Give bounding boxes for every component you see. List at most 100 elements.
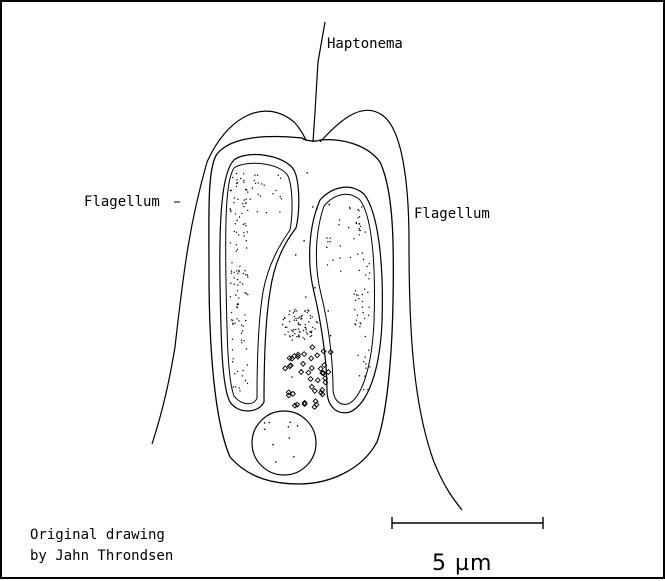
stipple-dot (279, 211, 280, 212)
stipple-dot (280, 196, 281, 197)
stipple-dot (285, 327, 286, 328)
stipple-dot (281, 198, 282, 199)
stipple-dot (349, 207, 350, 208)
scale-bar-label: 5 µm (432, 551, 492, 577)
stipple-dot (235, 213, 236, 214)
cell-outline (209, 137, 394, 484)
stipple-dot (243, 182, 244, 183)
stipple-dot (247, 276, 248, 277)
stipple-dot (298, 334, 300, 336)
stipple-dot (231, 262, 232, 263)
stipple-dot (300, 324, 301, 325)
stipple-dot (275, 190, 276, 191)
stipple-dot (311, 332, 312, 333)
stipple-dot (230, 283, 231, 284)
stipple-dot (246, 247, 247, 248)
stipple-dot (284, 318, 285, 319)
stipple-dot (238, 320, 239, 321)
stipple-dot (236, 318, 237, 319)
stipple-dot (244, 292, 245, 293)
stipple-dot (237, 290, 238, 291)
stipple-dot (246, 348, 247, 349)
stipple-dot (296, 310, 297, 311)
stipple-dot (258, 182, 259, 183)
stipple-dot (231, 312, 232, 313)
stipple-dot (232, 339, 233, 340)
stipple-dot (350, 257, 351, 258)
stipple-dot (305, 329, 306, 330)
stipple-dot (330, 335, 332, 337)
granule (310, 345, 315, 350)
stipple-dot (261, 183, 262, 184)
stipple-dot (326, 237, 327, 238)
stipple-dot (257, 175, 258, 176)
stipple-dot (357, 217, 358, 218)
stipple-dot (235, 223, 236, 224)
stipple-dot (243, 326, 244, 327)
stipple-dot (232, 320, 233, 321)
stipple-dot (364, 318, 365, 319)
stipple-dot (257, 194, 258, 195)
stipple-dot (237, 279, 238, 280)
stipple-dot (368, 350, 369, 351)
stipple-dot (239, 266, 240, 267)
stipple-dot (247, 191, 248, 192)
stipple-dot (237, 371, 238, 372)
stipple-dot (300, 318, 301, 319)
stipple-dot (356, 320, 357, 321)
stipple-dot (296, 320, 297, 321)
stipple-dot (298, 318, 299, 319)
stipple-dot (242, 330, 243, 331)
stipple-dot (272, 444, 274, 446)
stipple-dot (284, 334, 285, 335)
stipple-dot (362, 294, 363, 295)
stipple-dot (236, 186, 237, 187)
stipple-dot (289, 321, 290, 322)
stipple-dot (236, 220, 237, 221)
stipple-dot (359, 230, 360, 231)
stipple-dot (234, 197, 235, 198)
stipple-dot (283, 319, 284, 320)
stipple-dot (241, 333, 242, 334)
golgi-body (282, 309, 318, 341)
stipple-dot (362, 252, 363, 253)
stipple-dot (242, 375, 243, 376)
credit-line-2: by Jahn Throndsen (30, 548, 173, 564)
right-chloroplast (310, 187, 383, 413)
stipple-dot (280, 178, 281, 179)
stipple-dot (305, 324, 306, 325)
stipple-dot (304, 310, 305, 311)
stipple-dot (241, 342, 242, 343)
stipple-dot (234, 277, 235, 278)
stipple-dot (303, 240, 305, 242)
stipple-dot (358, 210, 359, 211)
stipple-dot (349, 208, 350, 209)
stipple-dot (255, 183, 256, 184)
stipple-dot (356, 222, 357, 223)
stipple-dot (364, 376, 365, 377)
stipple-dot (355, 300, 356, 301)
stipple-dot (233, 202, 234, 203)
left-chloroplast-inner (226, 163, 292, 403)
stipple-dot (327, 310, 329, 312)
stipple-dot (367, 389, 368, 390)
stipple-dot (363, 361, 364, 362)
haptonema (313, 22, 325, 142)
stipple-dot (357, 253, 358, 254)
stipple-dot (338, 224, 339, 225)
stipple-dot (359, 223, 360, 224)
stipple-dot (232, 324, 233, 325)
stipple-dot (294, 333, 295, 334)
stipple-dot (287, 331, 288, 332)
stipple-dot (288, 314, 289, 315)
stipple-dot (289, 422, 291, 424)
stipple-dot (241, 325, 242, 326)
stipple-dot (340, 245, 341, 246)
stipple-dot (243, 340, 244, 341)
stipple-dot (237, 284, 238, 285)
stipple-dot (368, 315, 369, 316)
stipple-dot (243, 273, 244, 274)
stipple-dot (234, 272, 235, 273)
stipple-dot (264, 429, 266, 431)
